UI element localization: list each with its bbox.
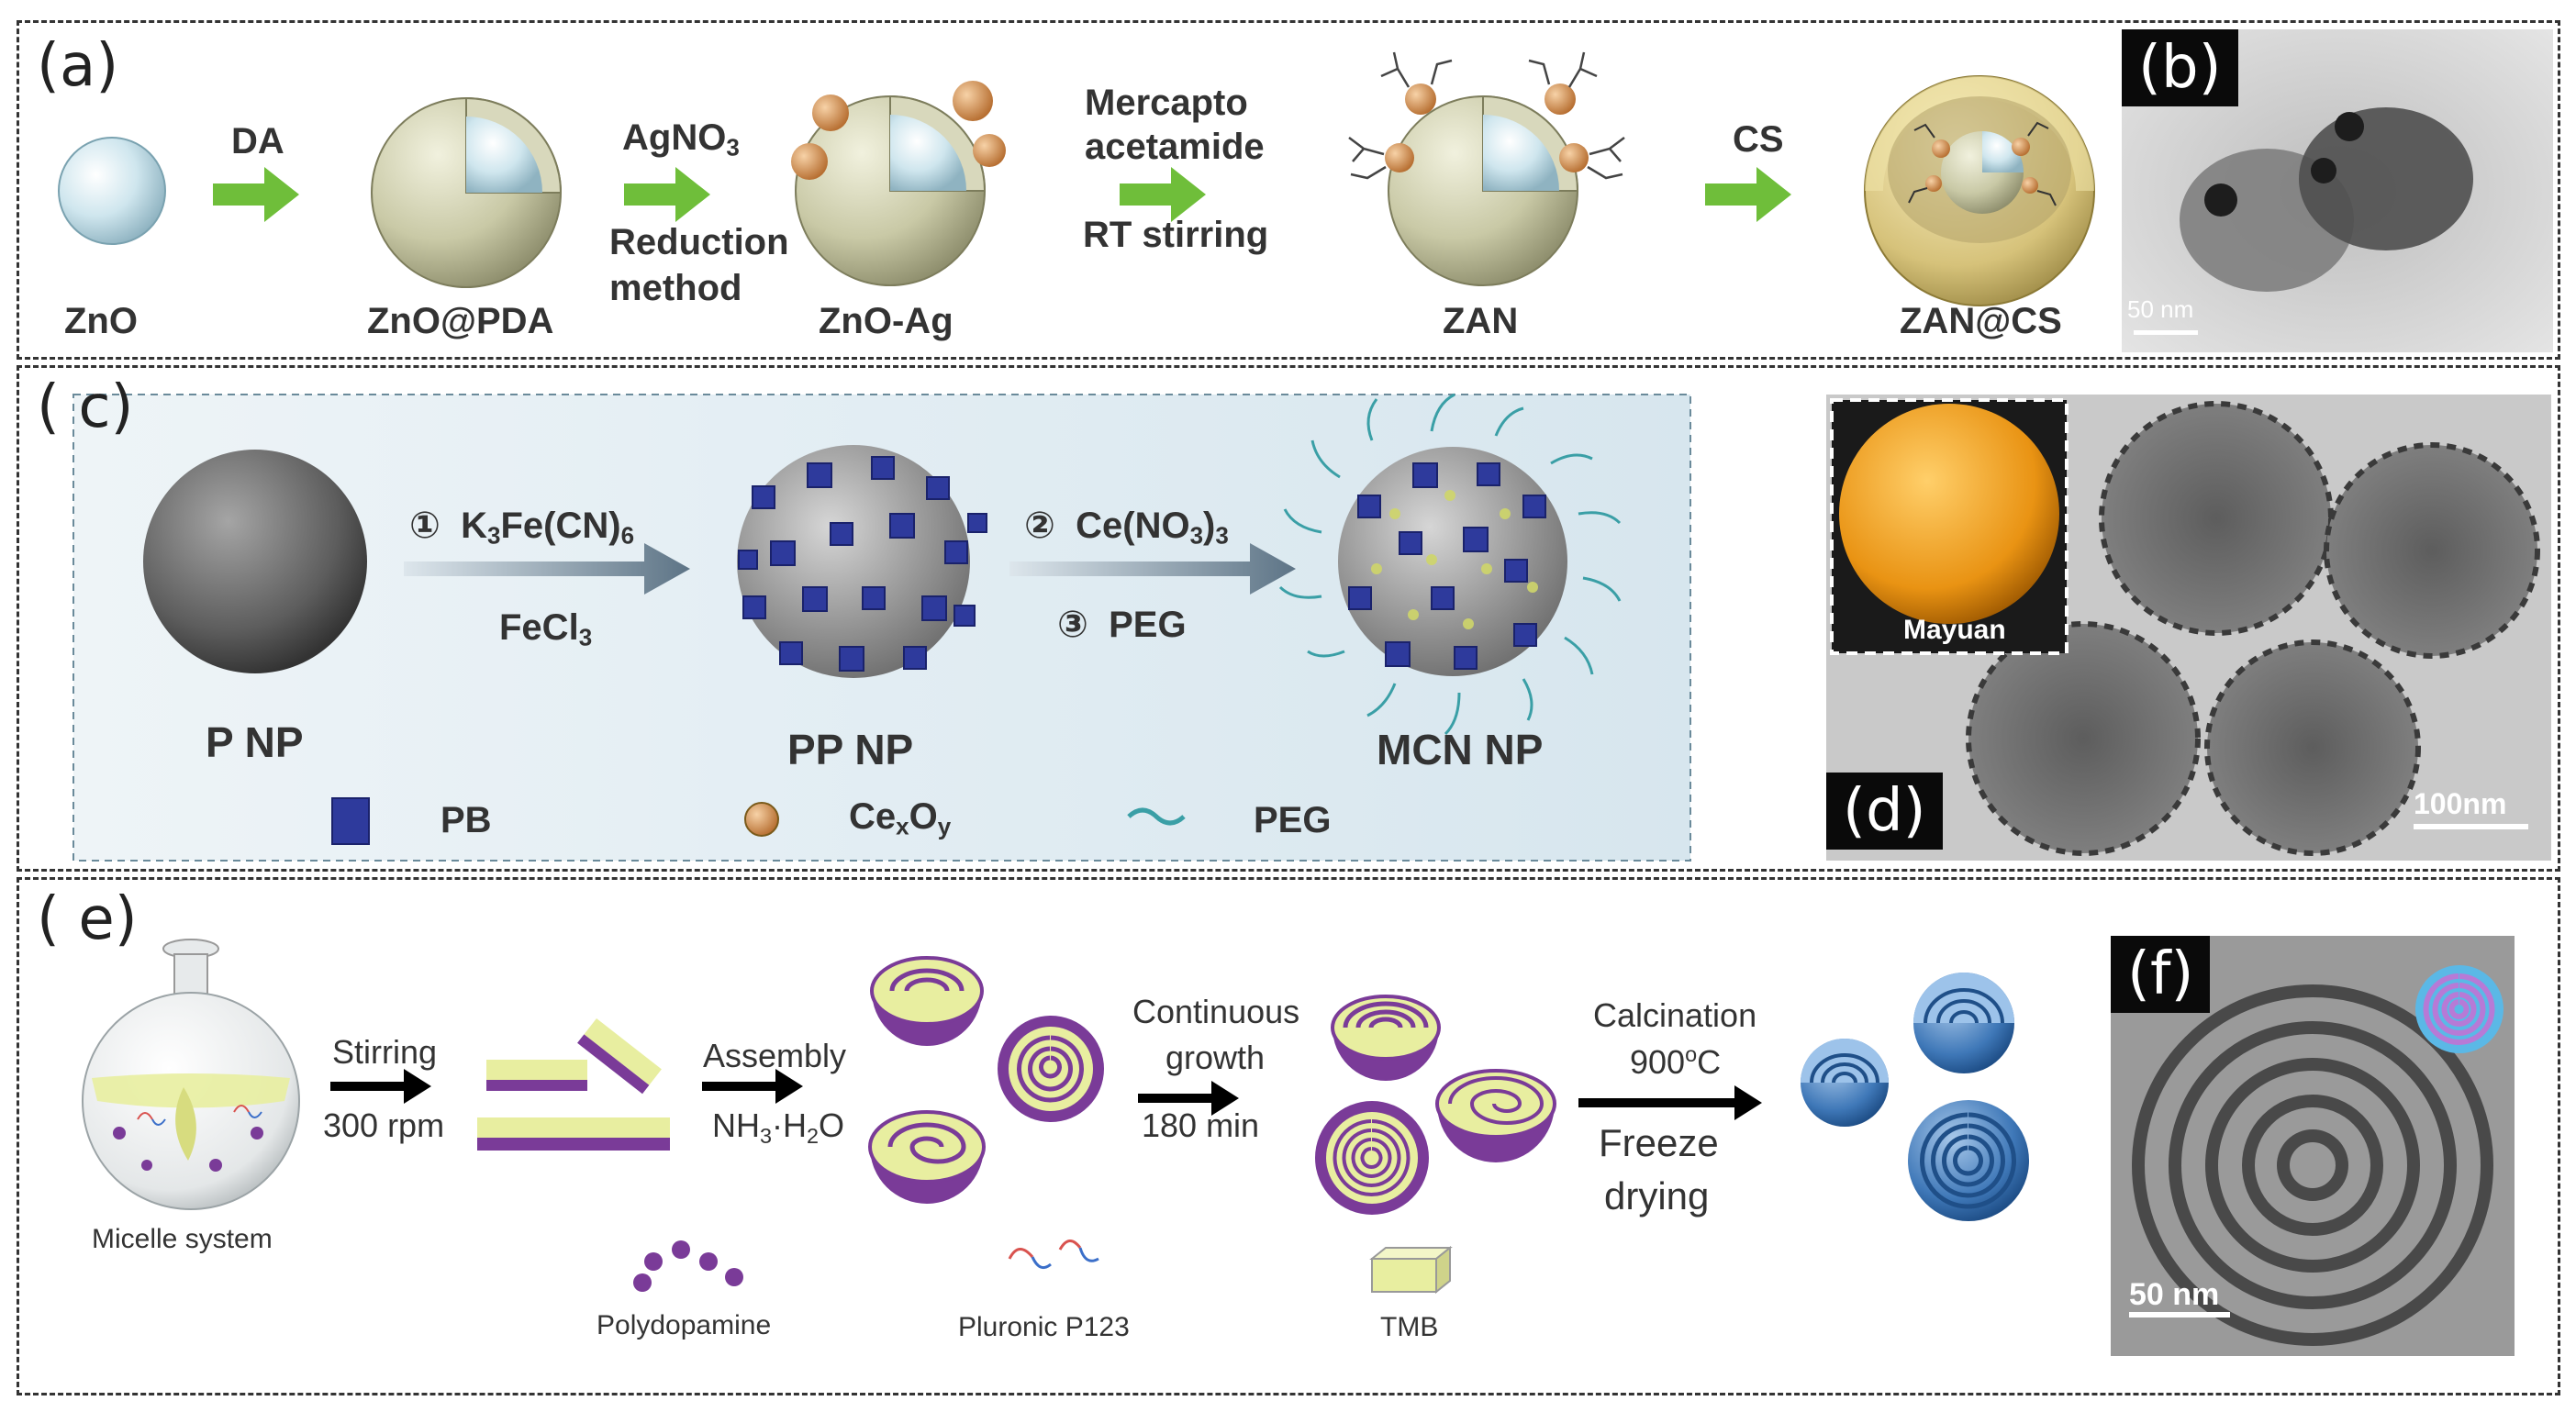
step-mercapto-line1: Mercapto: [1085, 83, 1248, 123]
step-assembly-line1: Assembly: [703, 1037, 847, 1074]
stage-pp-np: PP NP: [787, 726, 914, 773]
tem-image-b: [2122, 29, 2553, 352]
step-growth-line3: 180 min: [1142, 1106, 1260, 1144]
tem-image-f: [2111, 936, 2515, 1356]
panel-f-label: (f): [2111, 936, 2211, 1013]
spiral-hemispheres-small: [868, 956, 1104, 1204]
pp-np-sphere: [737, 445, 987, 678]
scale-bar-b: 50 nm: [2127, 295, 2194, 323]
step-reduction-line1: Reduction: [609, 222, 789, 262]
stage-zan: ZAN: [1443, 301, 1519, 341]
step1-fecl3: FeCl3: [499, 607, 593, 651]
micelle-flask: [82, 939, 300, 1210]
legend-peg: PEG: [1254, 800, 1332, 840]
step-mercapto-line2: acetamide: [1085, 127, 1265, 167]
panel-e-frame: [17, 877, 2560, 1395]
step-cs: CS: [1733, 119, 1784, 160]
arrow-agno3: [624, 167, 710, 222]
arrow-mercapto: [1120, 167, 1206, 222]
pluronic-p123-legend-icon: [1008, 1240, 1099, 1270]
step-stirring-line2: 300 rpm: [323, 1106, 445, 1144]
step-assembly-nh3h2o: NH3·H2O: [712, 1106, 845, 1149]
step-reduction-line2: method: [609, 268, 742, 308]
zan-sphere: [1348, 51, 1625, 286]
scale-bar-f: 50 nm: [2129, 1277, 2220, 1312]
step-rt-stirring: RT stirring: [1083, 215, 1269, 255]
legend-pluronic-p123: Pluronic P123: [958, 1312, 1130, 1342]
step2-ceno3: ② Ce(NO3)3: [1024, 506, 1229, 550]
step1-k3fecn6: ① K3Fe(CN)6: [409, 506, 635, 550]
arrow-stirring: [330, 1069, 431, 1104]
step-growth-line2: growth: [1165, 1039, 1266, 1076]
tem-image-d: [1826, 395, 2551, 861]
micelle-system-label: Micelle system: [92, 1224, 273, 1254]
inset-mayuan-label: Mayuan: [1903, 615, 2006, 645]
zan-cs-sphere: [1864, 75, 2095, 306]
pb-cube-legend-icon: [331, 797, 370, 845]
panel-c-frame: [17, 365, 2560, 872]
panel-d-label: (d): [1826, 773, 1943, 850]
tmb-block-legend-icon: [1369, 1245, 1453, 1295]
stage-zno-ag: ZnO-Ag: [819, 301, 953, 341]
mcn-np-sphere: [1278, 393, 1622, 736]
arrow-continuous-growth: [1138, 1081, 1239, 1116]
stage-zan-cs: ZAN@CS: [1900, 301, 2062, 341]
arrow-k3fecn6: [404, 543, 690, 595]
legend-tmb: TMB: [1380, 1312, 1439, 1342]
p-np-sphere: [143, 450, 367, 673]
legend-cexoy: CexOy: [849, 796, 952, 840]
polydopamine-dots-legend-icon: [633, 1240, 743, 1292]
step3-peg: ③ PEG: [1057, 605, 1187, 645]
arrow-da: [213, 167, 299, 222]
panel-a-frame: [17, 20, 2560, 360]
zno-core-sphere: [58, 137, 166, 245]
carbon-spheres-blue: [1801, 973, 2029, 1221]
stage-zno: ZnO: [64, 301, 138, 341]
step-growth-line1: Continuous: [1132, 993, 1300, 1030]
peg-chain-legend-icon: [1127, 807, 1186, 826]
arrow-ceno3-peg: [1009, 543, 1296, 595]
step-calcination-line1: Calcination: [1593, 996, 1757, 1034]
step-da: DA: [231, 121, 284, 161]
arrow-assembly: [702, 1069, 803, 1104]
scale-bar-d: 100nm: [2414, 787, 2507, 820]
lamellar-sheets: [477, 1018, 670, 1151]
arrow-cs: [1705, 167, 1791, 222]
step-freeze-line1: Freeze: [1599, 1121, 1719, 1164]
zno-ag-sphere: [791, 81, 1006, 286]
spiral-hemispheres-large: [1315, 995, 1556, 1215]
step-stirring-line1: Stirring: [332, 1033, 438, 1071]
panel-a-label: (a): [37, 32, 119, 100]
legend-polydopamine: Polydopamine: [597, 1310, 772, 1340]
cexoy-dot-legend-icon: [744, 802, 779, 837]
stage-zno-pda: ZnO@PDA: [367, 301, 554, 341]
step-freeze-line2: drying: [1604, 1174, 1710, 1217]
step-agno3: AgNO3: [622, 117, 740, 161]
panel-b-label: (b): [2122, 29, 2238, 106]
arrow-calcination: [1578, 1085, 1762, 1120]
step-calcination-temp: 900oC: [1630, 1042, 1722, 1081]
legend-pb: PB: [440, 800, 492, 840]
stage-mcn-np: MCN NP: [1377, 726, 1544, 773]
panel-c-label: ( c): [37, 373, 134, 441]
stage-p-np: P NP: [206, 718, 304, 766]
zno-pda-sphere: [371, 96, 563, 288]
panel-e-label: ( e): [37, 885, 138, 953]
